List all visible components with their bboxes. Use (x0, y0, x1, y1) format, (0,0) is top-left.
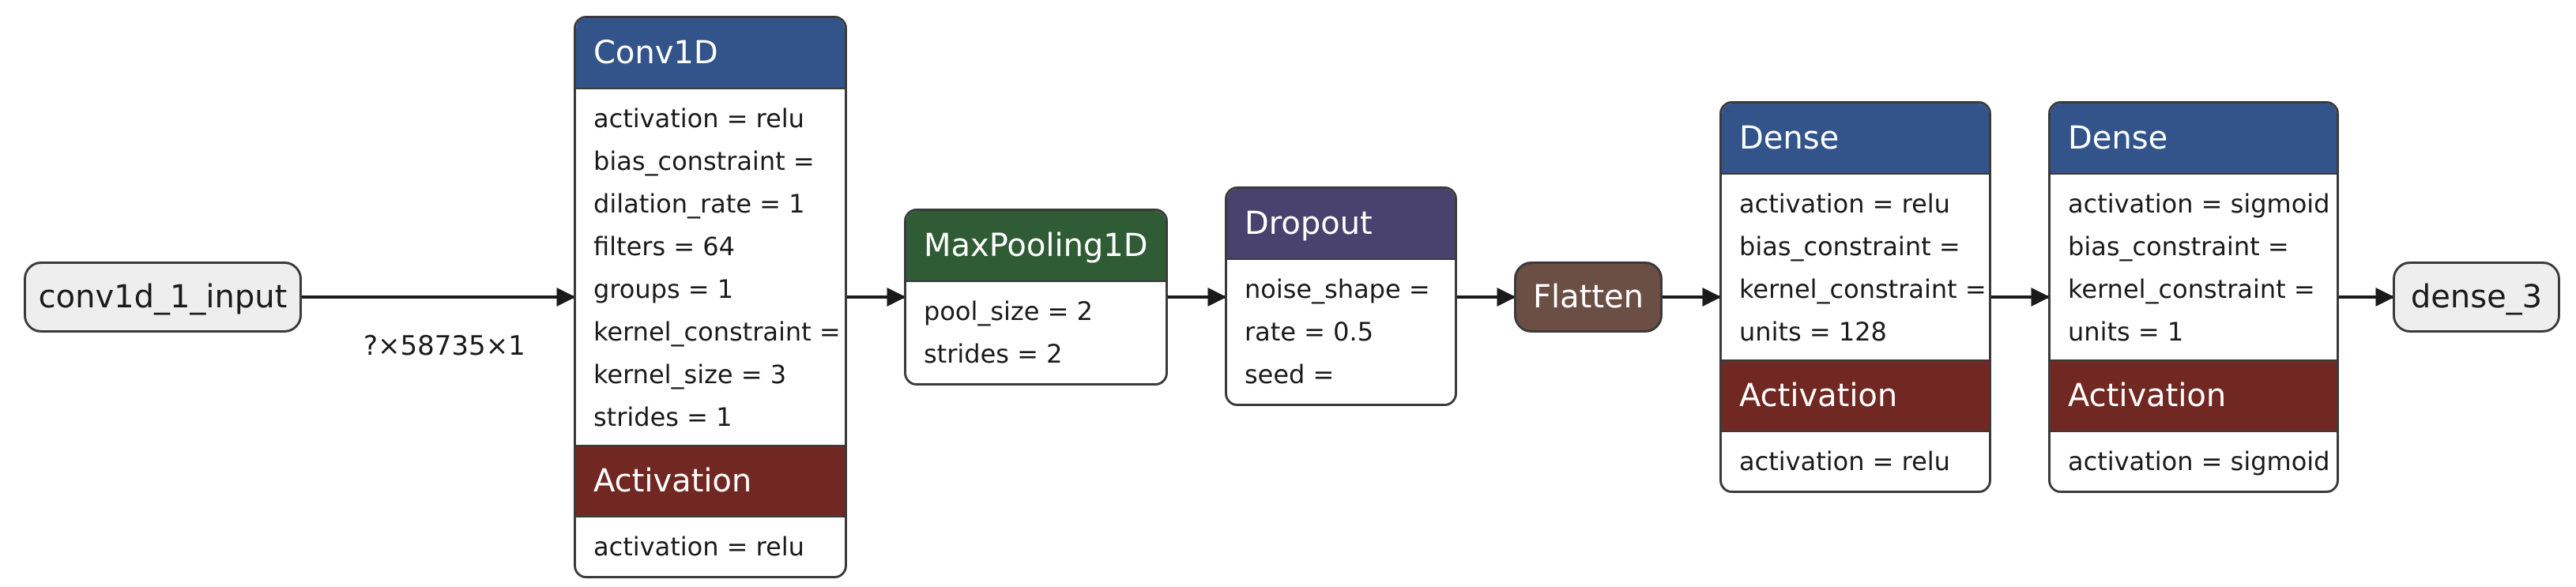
conv1d-node: Conv1D activation = relu bias_constraint… (574, 16, 847, 578)
conv1d-prop: bias_constraint = (593, 146, 815, 176)
dense2-activation-header: Activation (2051, 359, 2337, 432)
dense2-prop: bias_constraint = (2068, 231, 2289, 262)
dropout-props: noise_shape = rate = 0.5 seed = (1227, 260, 1455, 402)
dense2-node: Dense activation = sigmoid bias_constrai… (2048, 101, 2339, 493)
dense1-node: Dense activation = relu bias_constraint … (1719, 101, 1991, 493)
dense2-header: Dense (2051, 103, 2337, 175)
conv1d-prop: groups = 1 (593, 274, 734, 304)
output-node-label: dense_3 (2410, 279, 2543, 315)
conv1d-prop: filters = 64 (593, 231, 735, 262)
dense1-activation-props: activation = relu (1722, 432, 1989, 489)
conv1d-activation-prop: activation = relu (593, 532, 804, 562)
flatten-node: Flatten (1514, 262, 1663, 333)
dense2-activation-prop: activation = sigmoid (2068, 446, 2330, 476)
dense1-prop: activation = relu (1739, 189, 1950, 219)
dense1-header: Dense (1722, 103, 1989, 175)
conv1d-prop: kernel_constraint = (593, 317, 841, 347)
maxpool-prop: pool_size = 2 (924, 296, 1093, 326)
dropout-node: Dropout noise_shape = rate = 0.5 seed = (1225, 186, 1457, 406)
dense1-props: activation = relu bias_constraint = kern… (1722, 175, 1989, 359)
maxpool-props: pool_size = 2 strides = 2 (906, 282, 1166, 382)
conv1d-activation-header: Activation (576, 445, 845, 517)
conv1d-header: Conv1D (576, 18, 845, 89)
dropout-prop: noise_shape = (1245, 274, 1430, 304)
dropout-prop: seed = (1245, 359, 1335, 389)
dropout-header: Dropout (1227, 189, 1455, 260)
conv1d-activation-props: activation = relu (576, 517, 845, 574)
flatten-label: Flatten (1533, 279, 1644, 315)
input-shape-label: ?×58735×1 (363, 330, 525, 362)
dense1-prop: units = 128 (1739, 317, 1887, 347)
dense2-prop: kernel_constraint = (2068, 274, 2315, 304)
conv1d-prop: activation = relu (593, 103, 804, 134)
input-node-label: conv1d_1_input (38, 279, 288, 315)
dense1-prop: kernel_constraint = (1739, 274, 1987, 304)
conv1d-prop: kernel_size = 3 (593, 359, 787, 389)
dense2-props: activation = sigmoid bias_constraint = k… (2051, 175, 2337, 359)
dense1-activation-header: Activation (1722, 359, 1989, 432)
input-node: conv1d_1_input (24, 262, 302, 333)
dense2-prop: units = 1 (2068, 317, 2184, 347)
dense2-activation-props: activation = sigmoid (2051, 432, 2337, 489)
conv1d-props: activation = relu bias_constraint = dila… (576, 89, 845, 445)
conv1d-prop: dilation_rate = 1 (593, 189, 805, 219)
dropout-prop: rate = 0.5 (1245, 317, 1374, 347)
dense1-activation-prop: activation = relu (1739, 446, 1950, 476)
maxpool-header: MaxPooling1D (906, 211, 1166, 282)
maxpool-prop: strides = 2 (924, 339, 1063, 369)
conv1d-prop: strides = 1 (593, 402, 733, 432)
maxpool-node: MaxPooling1D pool_size = 2 strides = 2 (904, 209, 1168, 386)
dense2-prop: activation = sigmoid (2068, 189, 2330, 219)
output-node: dense_3 (2393, 262, 2560, 333)
dense1-prop: bias_constraint = (1739, 231, 1960, 262)
